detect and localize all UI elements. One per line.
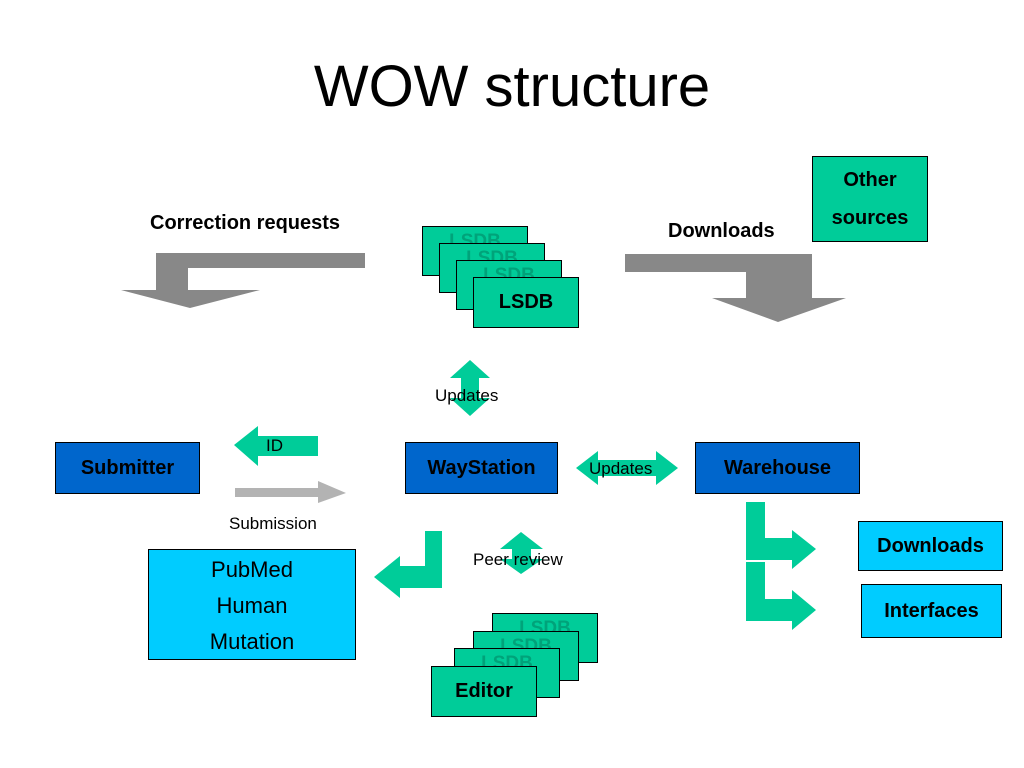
id-label: ID [266, 436, 283, 455]
other-sources-line2: sources [831, 207, 909, 229]
downloads-box: Downloads [858, 521, 1003, 571]
updates-vertical-label: Updates [435, 386, 499, 405]
peer-review-label: Peer review [473, 550, 563, 569]
waystation-box: WayStation [405, 442, 558, 494]
submission-label: Submission [229, 514, 317, 533]
other-sources-line1: Other [843, 169, 897, 191]
warehouse-downloads-arrow [746, 502, 816, 569]
correction-requests-arrow [121, 253, 365, 308]
warehouse-box: Warehouse [695, 442, 860, 494]
editor-box: Editor [431, 666, 537, 717]
lsdb-box: LSDB [473, 277, 579, 328]
interfaces-box: Interfaces [861, 584, 1002, 638]
waystation-label: WayStation [427, 456, 536, 479]
updates-vertical-arrow [450, 360, 490, 416]
pubmed-line1: PubMed [211, 557, 293, 582]
pubmed-box: PubMed Human Mutation [148, 549, 356, 660]
editor-label: Editor [455, 680, 513, 702]
peer-review-vertical-arrow [500, 532, 543, 574]
id-arrow [234, 426, 318, 466]
submitter-box: Submitter [55, 442, 200, 494]
correction-requests-label: Correction requests [150, 212, 341, 234]
downloads-label: Downloads [877, 534, 984, 557]
updates-horizontal-arrow [576, 451, 678, 485]
page-title: WOW structure [313, 54, 711, 119]
lsdb-label: LSDB [498, 291, 554, 313]
updates-horizontal-label: Updates [589, 459, 653, 478]
pubmed-line3: Mutation [209, 629, 295, 654]
downloads-arrow [625, 254, 846, 322]
warehouse-label: Warehouse [723, 456, 832, 479]
interfaces-label: Interfaces [884, 599, 979, 622]
warehouse-interfaces-arrow [746, 562, 816, 630]
submitter-label: Submitter [80, 456, 175, 479]
submission-arrow [235, 481, 346, 503]
downloads-flow-label: Downloads [668, 220, 775, 242]
other-sources-box: Other sources [812, 156, 928, 242]
pubmed-line2: Human [216, 593, 288, 618]
peer-review-l-arrow [374, 531, 442, 598]
